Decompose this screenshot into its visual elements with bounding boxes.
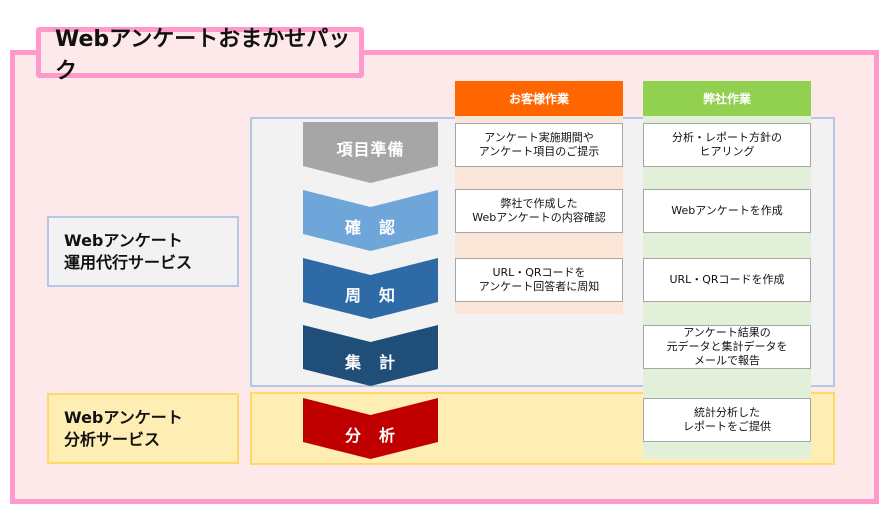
- analysis-service-label: Webアンケート 分析サービス: [47, 393, 239, 464]
- our-task-card: URL・QRコードを作成: [643, 258, 811, 302]
- our-task-card: 統計分析した レポートをご提供: [643, 398, 811, 442]
- our-column-header: 弊社作業: [643, 81, 811, 116]
- our-task-card: Webアンケートを作成: [643, 189, 811, 233]
- operation-service-label: Webアンケート 運用代行サービス: [47, 216, 239, 287]
- customer-task-card: URL・QRコードを アンケート回答者に周知: [455, 258, 623, 302]
- our-task-card: 分析・レポート方針の ヒアリング: [643, 123, 811, 167]
- customer-task-card: アンケート実施期間や アンケート項目のご提示: [455, 123, 623, 167]
- package-title: Webアンケートおまかせパック: [36, 27, 364, 84]
- customer-column-header: お客様作業: [455, 81, 623, 116]
- customer-task-card: 弊社で作成した Webアンケートの内容確認: [455, 189, 623, 233]
- our-task-card: アンケート結果の 元データと集計データを メールで報告: [643, 325, 811, 369]
